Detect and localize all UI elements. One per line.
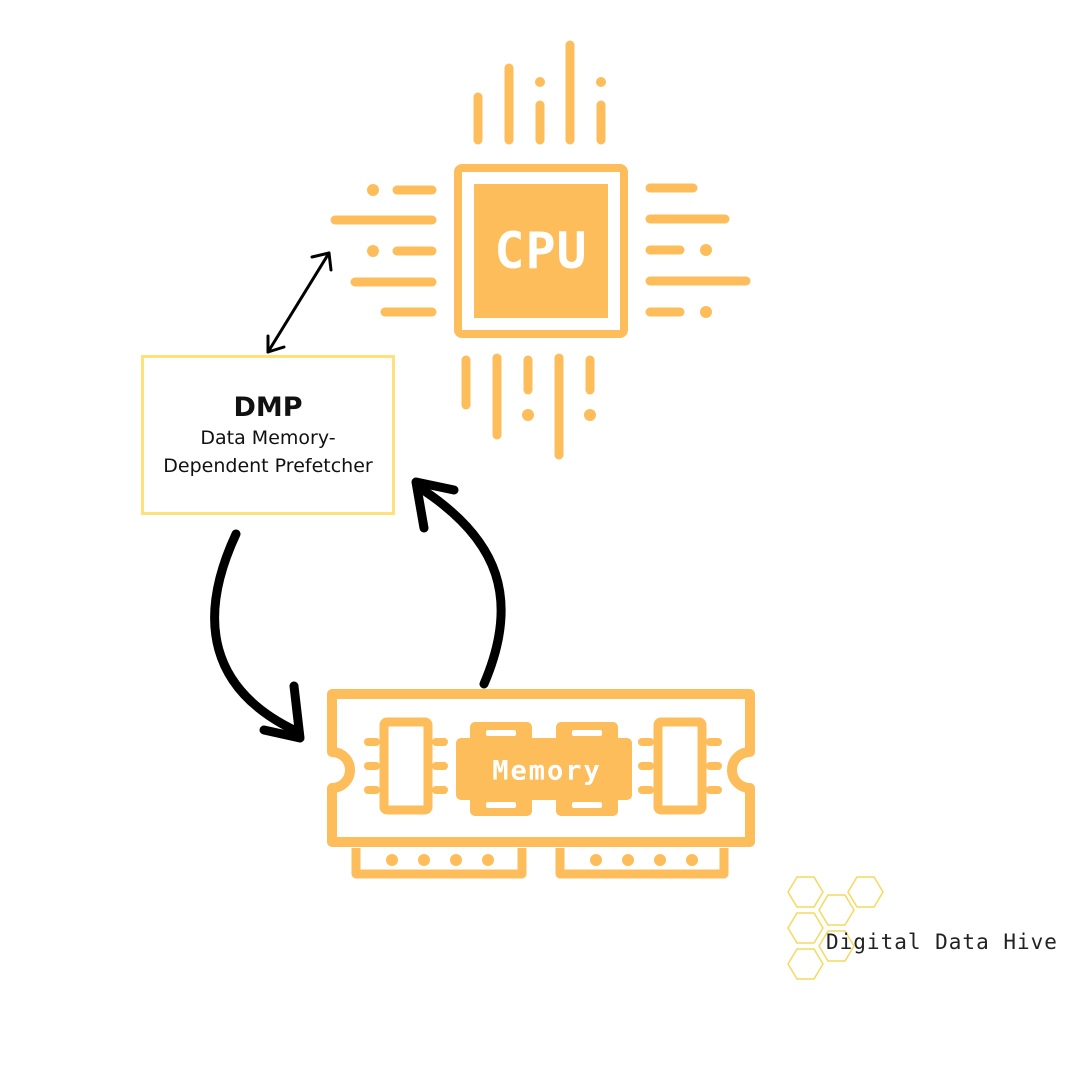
memory-module: Memory [327,689,755,879]
memory-board [327,689,755,847]
cpu-chip: CPU [330,40,751,460]
dmp-cpu-double-arrow [266,251,333,354]
brand-name: Digital Data Hive [826,930,1058,954]
cpu-right-pins [645,183,751,318]
memory-to-dmp-arrow [411,477,506,689]
cpu-chip-core [474,184,608,318]
dmp-to-memory-arrow [210,529,305,743]
honeycomb-logo-icon [787,876,884,980]
memory-chip-center-gaps [486,730,602,808]
memory-connectors [351,848,729,879]
memory-chip-left [364,717,448,815]
cpu-left-pins [330,184,437,317]
memory-label: Memory [492,756,602,787]
dmp-box: DMP Data Memory-Dependent Prefetcher [141,355,395,515]
cpu-top-pins [473,40,606,145]
cpu-chip-frame [454,164,628,338]
memory-chip-center [456,722,632,816]
memory-chip-right [638,717,722,815]
dmp-title: DMP [233,392,303,423]
cpu-bottom-pins [461,353,596,460]
dmp-subtitle: Data Memory-Dependent Prefetcher [163,427,373,477]
cpu-label: CPU [494,222,587,280]
